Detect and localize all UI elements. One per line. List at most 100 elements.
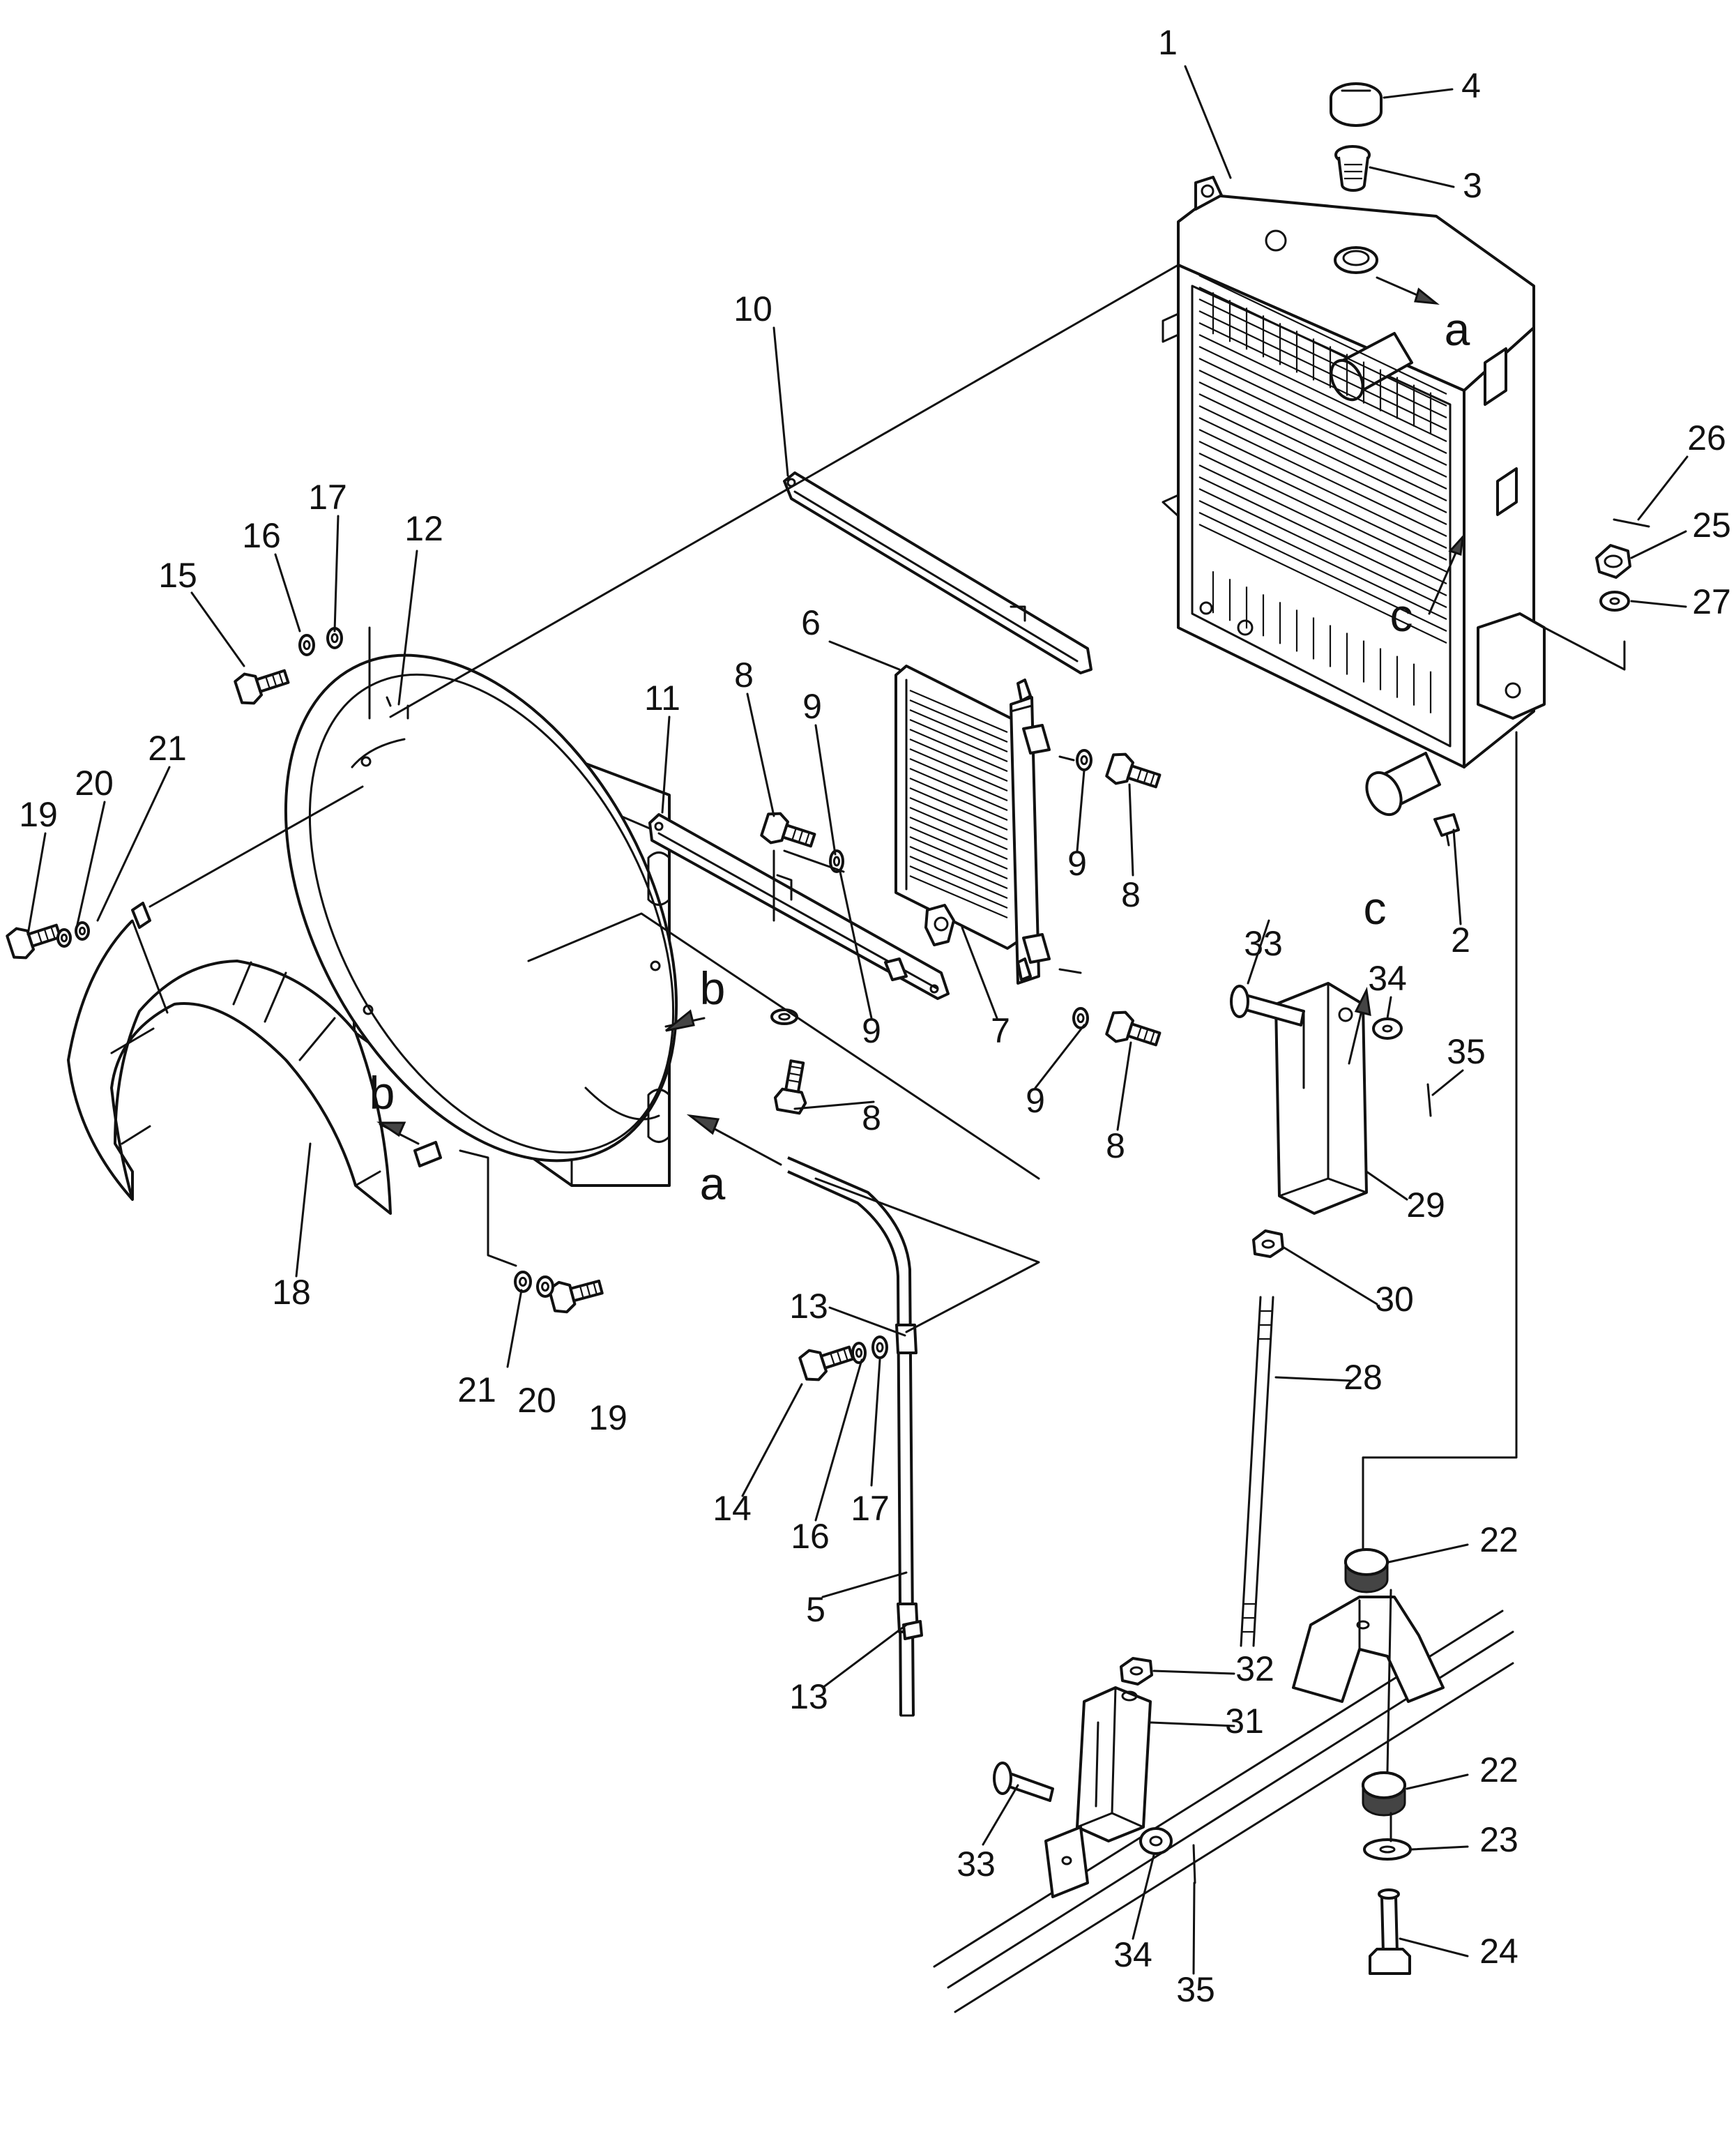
view-reference: a: [1445, 303, 1470, 355]
part-label: 16: [791, 1517, 830, 1556]
part-label: 21: [457, 1370, 496, 1409]
bolt: [760, 812, 816, 848]
radiator-cap: [1330, 82, 1383, 127]
washer-27: [1599, 591, 1630, 612]
cotter-pin-35-top: [1426, 1083, 1432, 1117]
stay-rod-28: [1240, 1296, 1274, 1647]
bolt: [6, 923, 62, 960]
part-label: 33: [1244, 924, 1283, 963]
part-label: 9: [1067, 844, 1087, 883]
part-label: 32: [1235, 1649, 1274, 1688]
view-reference: b: [370, 1067, 395, 1119]
part-label: 19: [19, 795, 58, 834]
part-label: 14: [713, 1489, 752, 1528]
nut-25: [1595, 544, 1631, 579]
part-label: 8: [734, 656, 754, 695]
washer: [298, 634, 315, 656]
nut-32: [1120, 1657, 1153, 1686]
part-label: 11: [644, 679, 680, 718]
leader-lines: [26, 65, 1689, 1975]
part-label: 2: [1451, 921, 1470, 960]
rubber-mount-bottom: [1362, 1771, 1406, 1817]
part-label: 35: [1447, 1032, 1486, 1071]
part-label: 3: [1463, 166, 1482, 205]
part-label: 30: [1375, 1280, 1414, 1319]
washer: [514, 1271, 532, 1293]
strainer: [1334, 145, 1371, 192]
washer: [56, 928, 72, 948]
part-label: 24: [1479, 1932, 1518, 1971]
washer-23: [1363, 1838, 1412, 1861]
bracket-10: [783, 471, 1092, 674]
part-label: 34: [1368, 959, 1407, 998]
part-label: 9: [862, 1011, 881, 1050]
view-reference: c: [1390, 589, 1413, 641]
part-label: 8: [1121, 875, 1141, 914]
bolt-24: [1369, 1888, 1411, 1975]
part-label: 8: [1106, 1126, 1125, 1165]
view-arrows: [376, 276, 1465, 1166]
pin-33-top: [1230, 985, 1305, 1027]
washer: [851, 1342, 867, 1364]
assembly-lines: [149, 264, 1626, 1842]
part-label: 31: [1225, 1702, 1264, 1741]
part-label: 22: [1479, 1750, 1518, 1789]
bolt: [1105, 1010, 1162, 1047]
washer: [770, 1008, 798, 1025]
part-label: 9: [1026, 1081, 1045, 1120]
part-label: 22: [1479, 1520, 1518, 1559]
part-label: 17: [308, 478, 347, 517]
cotter-pin-26: [1613, 518, 1650, 528]
radiator: [1162, 176, 1546, 817]
part-label: 1: [1158, 23, 1178, 62]
washer: [1072, 1007, 1089, 1029]
bolt: [773, 1059, 807, 1115]
part-label: 34: [1113, 1935, 1152, 1974]
fan-shroud: [284, 653, 678, 1187]
part-label: 9: [802, 687, 822, 726]
part-label: 13: [789, 1287, 828, 1326]
part-label: 25: [1692, 506, 1731, 545]
part-label: 7: [991, 1011, 1010, 1050]
nut-30: [1252, 1229, 1284, 1258]
fasteners: [6, 627, 1162, 1381]
part-label: 23: [1479, 1820, 1518, 1859]
pin-33-bottom: [993, 1762, 1054, 1802]
washer-34-top: [1372, 1017, 1403, 1040]
bolt: [547, 1279, 604, 1314]
oil-cooler: [894, 665, 1051, 985]
bolt: [234, 669, 290, 705]
part-label: 18: [272, 1273, 311, 1312]
part-label: 26: [1687, 418, 1726, 457]
bolt: [798, 1345, 855, 1381]
overflow-pipe: [787, 1156, 923, 1717]
part-label: 35: [1176, 1970, 1215, 2009]
washer: [536, 1275, 554, 1298]
part-label: 33: [957, 1845, 996, 1884]
fitting-7: [884, 904, 955, 981]
washer: [75, 921, 90, 941]
part-label: 10: [733, 289, 772, 328]
clevis-29: [1274, 982, 1368, 1215]
part-label: 13: [789, 1677, 828, 1716]
part-label: 21: [148, 729, 187, 768]
washer-34-bottom: [1139, 1827, 1173, 1855]
part-label: 19: [588, 1398, 627, 1437]
part-label: 5: [806, 1590, 825, 1629]
washer: [871, 1335, 888, 1359]
part-label: 28: [1343, 1358, 1383, 1397]
part-label: 16: [242, 516, 281, 555]
part-label: 12: [404, 509, 443, 548]
view-reference: b: [700, 962, 726, 1014]
rubber-mount-top: [1344, 1548, 1389, 1593]
view-reference: c: [1364, 882, 1387, 934]
drain-plug: [1433, 813, 1460, 847]
part-label: 29: [1406, 1186, 1445, 1225]
washer: [1076, 749, 1092, 771]
mount-bracket: [1292, 1596, 1445, 1703]
view-reference: a: [700, 1158, 726, 1209]
part-label: 15: [158, 556, 197, 595]
